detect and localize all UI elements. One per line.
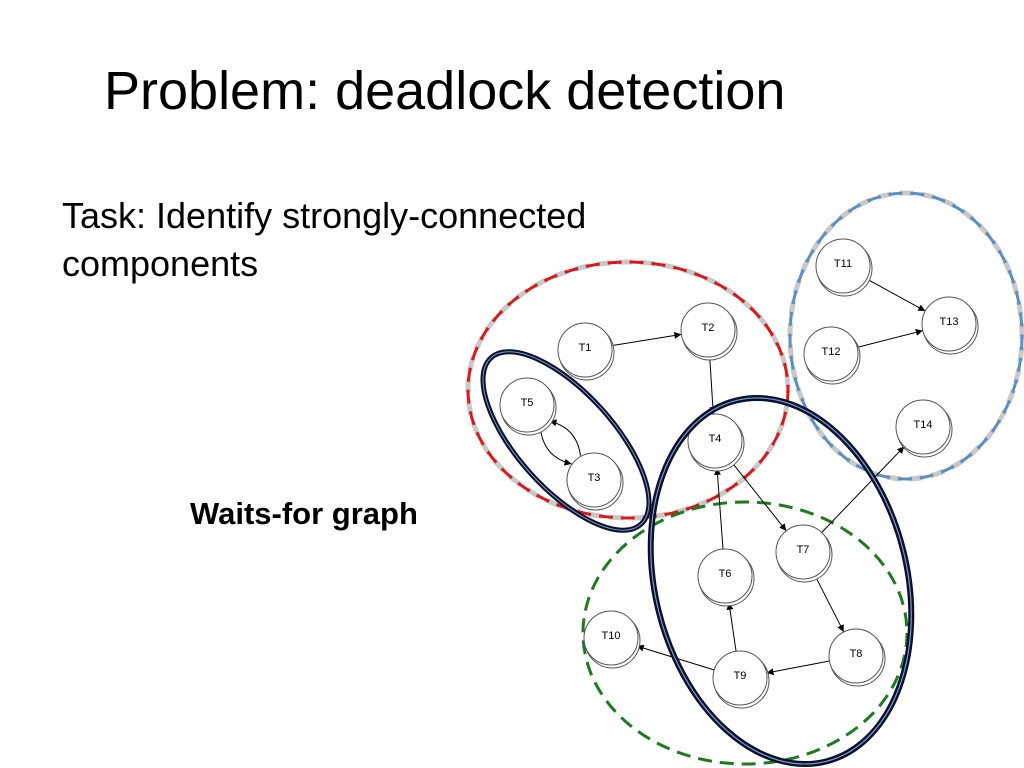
node-t2: T2: [680, 302, 738, 361]
node-t9: T9: [712, 650, 770, 709]
slide-title: Problem: deadlock detection: [104, 61, 786, 121]
edge-t12-to-t13: [857, 328, 923, 348]
node-circle: [680, 302, 736, 358]
node-circle: [815, 238, 871, 294]
edge-t8-to-t9: [766, 660, 830, 676]
node-circle: [803, 326, 859, 382]
node-t1: T1: [557, 322, 615, 381]
node-circle: [895, 399, 951, 455]
green-group-outline: [581, 500, 909, 766]
edge-t6-to-t4: [714, 467, 724, 550]
edge-t7-to-t14: [821, 446, 905, 533]
node-t14: T14: [895, 399, 953, 458]
node-circle: [697, 548, 753, 604]
node-label: T1: [579, 342, 592, 354]
scc-outline-t5-t3-highlight: [482, 351, 650, 531]
node-label: T2: [702, 322, 715, 334]
edge-t11-to-t13: [866, 278, 926, 312]
node-circle: [921, 296, 977, 352]
task-text: Task: Identify strongly-connected compon…: [62, 195, 587, 284]
edge-t9-to-t6: [726, 602, 737, 652]
node-label: T4: [709, 433, 722, 445]
graph-caption: Waits-for graph: [190, 496, 418, 531]
edge-t5-to-t3: [540, 429, 572, 466]
edge-t7-to-t8: [814, 575, 845, 633]
node-t12: T12: [803, 326, 861, 385]
node-label: T10: [602, 630, 621, 642]
edge-layer: [540, 278, 926, 676]
node-label: T11: [834, 258, 852, 270]
node-label: T3: [588, 472, 601, 484]
edge-t3-to-t5: [549, 419, 581, 456]
node-circle: [775, 524, 831, 580]
node-label: T9: [734, 670, 747, 682]
node-circle: [687, 413, 743, 469]
node-t3: T3: [566, 452, 624, 511]
node-label: T13: [940, 316, 959, 328]
node-t4: T4: [687, 413, 745, 472]
node-label: T14: [914, 419, 933, 431]
node-circle: [712, 650, 768, 706]
node-t11: T11: [815, 238, 873, 297]
node-label: T6: [719, 568, 732, 580]
node-t5: T5: [499, 377, 557, 436]
red-group-outline-color: [466, 260, 790, 520]
edge-t2-to-t4: [709, 356, 717, 415]
node-circle: [557, 322, 613, 378]
node-t13: T13: [921, 296, 979, 355]
node-t6: T6: [697, 548, 755, 607]
blue-group-outline-color: [788, 191, 1024, 481]
edge-t1-to-t2: [611, 332, 682, 347]
node-label: T12: [822, 346, 841, 358]
node-label: T5: [521, 397, 534, 409]
node-circle: [499, 377, 555, 433]
node-circle: [583, 610, 639, 666]
node-t8: T8: [828, 628, 886, 687]
node-label: T8: [850, 648, 863, 660]
node-circle: [828, 628, 884, 684]
edge-t4-to-t7: [731, 461, 787, 532]
node-t10: T10: [583, 610, 641, 669]
node-circle: [566, 452, 622, 508]
scc-outline-main-highlight: [650, 397, 912, 765]
node-label: T7: [797, 544, 810, 556]
node-t7: T7: [775, 524, 833, 583]
